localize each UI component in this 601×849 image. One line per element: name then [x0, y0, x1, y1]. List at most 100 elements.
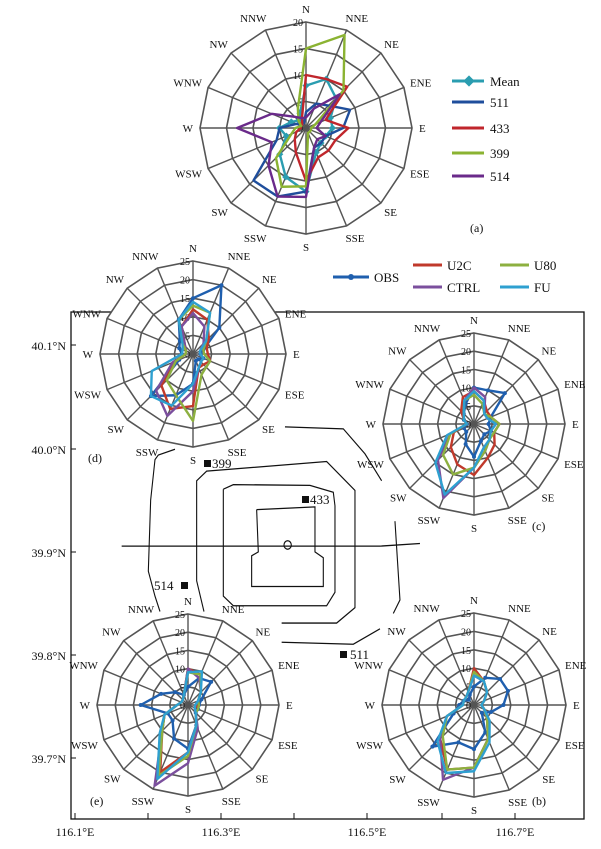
- data-point: [464, 429, 469, 434]
- spoke: [305, 127, 382, 204]
- data-point: [483, 675, 488, 680]
- spoke: [409, 423, 475, 489]
- direction-label: ENE: [565, 660, 587, 672]
- direction-label: NE: [384, 39, 399, 51]
- legend-label: 399: [490, 146, 510, 161]
- direction-label: WSW: [356, 740, 384, 752]
- radial-tick-label: 15: [461, 646, 471, 657]
- series-line: [235, 93, 341, 199]
- lon-label: 116.3°E: [202, 825, 241, 839]
- direction-label: ESE: [410, 169, 430, 181]
- radial-tick-label: 0: [466, 420, 471, 431]
- direction-label: WSW: [175, 169, 203, 181]
- lat-label: 39.7°N: [32, 752, 67, 766]
- direction-label: N: [470, 315, 478, 327]
- data-point: [209, 679, 214, 684]
- data-point: [479, 710, 484, 715]
- station-label: 514: [154, 578, 174, 593]
- radar-chart-d: NNNENEENEEESESESSESSSWSWWSWWWNWNWNNW0510…: [72, 243, 306, 467]
- direction-label: NNE: [346, 13, 369, 25]
- data-point: [472, 747, 476, 752]
- spoke: [473, 639, 540, 706]
- legend-label: FU: [534, 280, 551, 295]
- direction-label: W: [183, 123, 194, 135]
- radial-tick-label: 15: [293, 45, 303, 56]
- direction-label: WSW: [74, 390, 102, 402]
- data-point: [138, 703, 143, 707]
- direction-label: SSW: [132, 796, 155, 808]
- panel-label: (c): [532, 519, 545, 533]
- direction-label: WSW: [71, 740, 99, 752]
- spoke: [187, 704, 224, 790]
- direction-label: E: [573, 700, 580, 712]
- spoke: [388, 669, 475, 706]
- radial-tick-label: 20: [293, 18, 303, 29]
- contour-line: [196, 460, 356, 624]
- contour-line: [222, 483, 336, 607]
- data-point: [483, 730, 488, 735]
- data-point: [498, 676, 503, 681]
- legend-label: 511: [490, 95, 509, 110]
- radial-tick-label: 5: [185, 331, 190, 342]
- direction-label: N: [184, 596, 192, 608]
- direction-label: ENE: [564, 379, 586, 391]
- contour-line: [284, 426, 383, 482]
- direction-label: NNW: [132, 251, 159, 263]
- data-point: [170, 718, 175, 723]
- direction-label: NNW: [128, 604, 155, 616]
- station-marker: [181, 582, 188, 589]
- direction-label: SE: [262, 424, 275, 436]
- radial-tick-label: 25: [180, 257, 190, 268]
- radial-tick-label: 20: [180, 276, 190, 287]
- panel-label: (b): [532, 794, 546, 808]
- radar-chart-a: NNNENEENEEESESESSESSSWSWWSWWWNWNWNNW0510…: [173, 4, 483, 254]
- spoke: [438, 339, 475, 425]
- series-line: [165, 304, 212, 423]
- station-marker: [302, 496, 309, 503]
- direction-label: NE: [256, 626, 271, 638]
- contour-line: [147, 448, 176, 612]
- radial-tick-label: 10: [175, 665, 185, 676]
- direction-label: WNW: [354, 660, 383, 672]
- direction-label: NE: [542, 345, 557, 357]
- legend-marker: [463, 75, 475, 87]
- direction-label: ESE: [564, 459, 584, 471]
- legend-label: 514: [490, 169, 510, 184]
- direction-label: E: [293, 349, 300, 361]
- radial-tick-label: 0: [466, 701, 471, 712]
- direction-label: SSE: [222, 796, 241, 808]
- spoke: [389, 388, 475, 425]
- data-point: [430, 744, 435, 749]
- direction-label: ENE: [285, 308, 307, 320]
- direction-label: SSW: [417, 797, 440, 809]
- direction-label: SE: [542, 493, 555, 505]
- panel-label: (e): [90, 794, 103, 808]
- spoke: [103, 669, 189, 706]
- spoke: [126, 353, 194, 421]
- spoke: [187, 704, 273, 741]
- panel-label: (a): [470, 221, 483, 235]
- spoke: [123, 640, 189, 706]
- station-marker: [204, 460, 211, 467]
- spoke: [473, 423, 559, 460]
- direction-label: ENE: [410, 77, 432, 89]
- center-marker: [283, 540, 292, 550]
- radial-tick-label: 25: [461, 609, 471, 620]
- direction-label: NNW: [414, 323, 441, 335]
- direction-label: SSW: [136, 447, 159, 459]
- direction-label: S: [471, 805, 477, 817]
- data-point: [219, 283, 224, 288]
- direction-label: ESE: [278, 740, 298, 752]
- spoke: [473, 619, 510, 706]
- radial-tick-label: 25: [461, 329, 471, 340]
- direction-label: SW: [104, 774, 121, 786]
- data-point: [328, 124, 337, 132]
- spoke: [408, 639, 475, 706]
- direction-label: WNW: [72, 308, 101, 320]
- direction-label: E: [572, 419, 579, 431]
- series-line: [274, 33, 346, 188]
- legend-label: CTRL: [447, 280, 480, 295]
- radial-tick-label: 10: [461, 384, 471, 395]
